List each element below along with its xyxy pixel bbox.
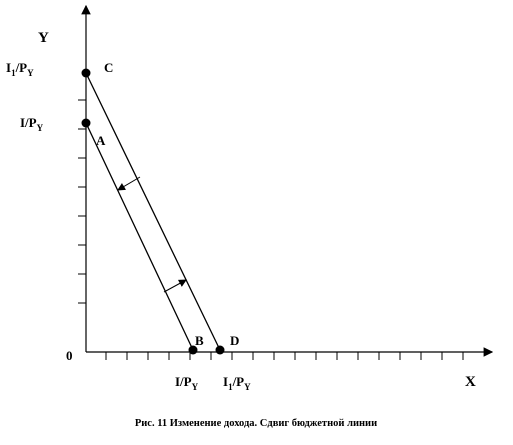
point-a-marker [81, 118, 91, 128]
budget-line-shifted [85, 72, 221, 351]
shift-arrow-lower [163, 279, 187, 293]
figure-caption: Рис. 11 Изменение дохода. Сдвиг бюджетно… [135, 418, 377, 429]
origin-label: 0 [66, 348, 73, 363]
point-c-label: C [104, 60, 113, 75]
y-intercept-original-label: I/PY [20, 115, 44, 133]
y-intercept-shifted-label: I1/PY [6, 60, 34, 78]
point-c-marker [81, 68, 91, 78]
x-axis-ticks [105, 352, 464, 360]
point-b-label: B [195, 333, 204, 348]
shift-arrow-upper [117, 176, 141, 191]
point-d-marker [215, 345, 225, 355]
point-b-marker [188, 345, 198, 355]
y-axis-label: Y [38, 30, 49, 46]
point-a-label: A [96, 133, 106, 148]
x-intercept-original-label: I/PY [175, 374, 199, 392]
budget-line-original [85, 122, 194, 351]
point-d-label: D [230, 333, 239, 348]
x-axis-label: X [465, 374, 476, 390]
y-axis-ticks [78, 99, 86, 304]
x-intercept-shifted-label: I1/PY [223, 374, 251, 392]
